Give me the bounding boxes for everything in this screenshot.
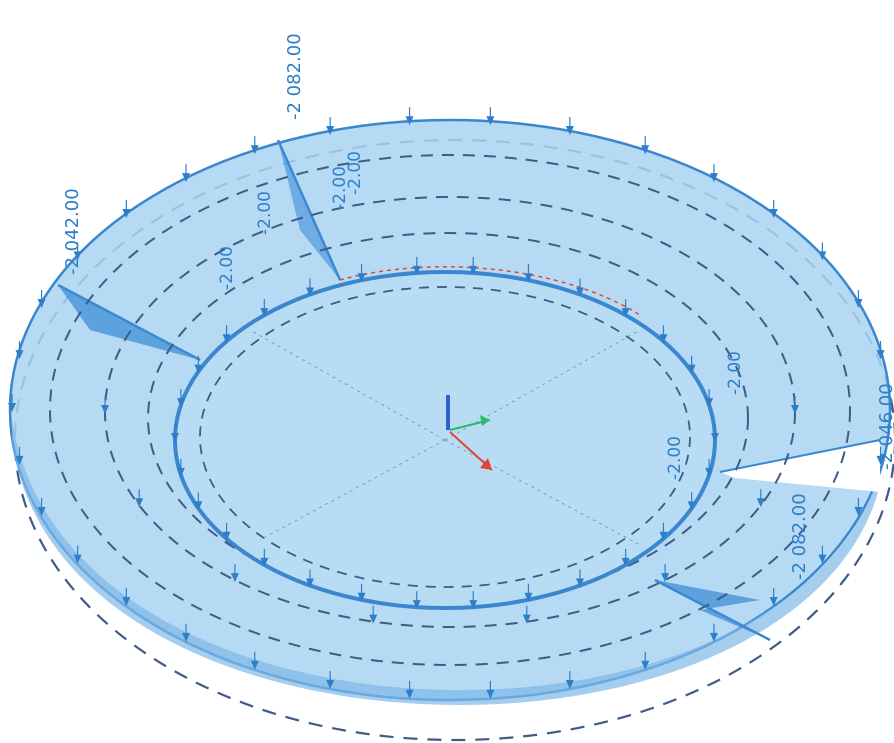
down-arrow-icon [486, 680, 495, 699]
down-arrow-icon [522, 605, 531, 624]
down-arrow-icon [405, 107, 414, 126]
ring-label-upper-left: -2.00 [217, 246, 237, 290]
down-arrow-icon [230, 564, 239, 583]
down-arrow-icon [182, 623, 191, 642]
down-arrow-icon [135, 489, 144, 508]
load-label-right: -2 046.00 [876, 383, 894, 470]
load-arrows [8, 107, 885, 699]
down-arrow-icon [711, 424, 719, 442]
down-arrow-icon [37, 498, 46, 517]
down-arrow-icon [326, 116, 335, 135]
down-arrow-icon [176, 458, 185, 477]
ring-label-upper-mid: -2.00 [255, 191, 275, 235]
down-arrow-icon [709, 623, 718, 642]
down-arrow-icon [576, 278, 584, 297]
down-arrow-icon [405, 680, 414, 699]
down-arrow-icon [171, 424, 179, 442]
down-arrow-icon [576, 569, 584, 588]
slab-gap-right [720, 440, 880, 492]
down-arrow-icon [705, 389, 714, 408]
down-arrow-icon [412, 256, 421, 275]
down-arrow-icon [687, 492, 696, 511]
axis-triad-icon [446, 395, 493, 471]
down-arrow-icon [122, 588, 131, 607]
down-arrow-icon [73, 545, 82, 564]
down-arrow-icon [306, 278, 314, 297]
wedge-left [58, 285, 200, 360]
down-arrow-icon [306, 569, 314, 588]
down-arrow-icon [260, 299, 269, 318]
down-arrow-icon [194, 492, 203, 511]
down-arrow-icon [641, 136, 650, 155]
down-arrow-icon [357, 264, 366, 283]
wedge-lower-right [655, 580, 770, 640]
down-arrow-icon [659, 325, 668, 344]
down-arrow-icon [122, 199, 131, 218]
load-label-top: -2 082.00 [284, 33, 305, 120]
down-arrow-icon [176, 389, 185, 408]
down-arrow-icon [222, 522, 231, 541]
ring-label-lower-center: -2.00 [665, 436, 685, 480]
down-arrow-icon [260, 548, 269, 567]
down-arrow-icon [818, 545, 827, 564]
down-arrow-icon [73, 242, 82, 261]
wedge-top [278, 140, 340, 280]
down-arrow-icon [854, 498, 863, 517]
down-arrow-icon [15, 446, 24, 465]
down-arrow-icon [469, 256, 478, 275]
down-arrow-icon [357, 583, 366, 602]
down-arrow-icon [621, 548, 630, 567]
down-arrow-icon [412, 591, 421, 610]
down-arrow-icon [709, 164, 718, 183]
ring-label-upper-right: -2.00 [330, 166, 350, 210]
down-arrow-icon [182, 164, 191, 183]
ring-label-upper-center: -2.00 [345, 151, 365, 195]
dashed-ring-1 [49, 154, 851, 666]
inner-red-perimeter [339, 266, 641, 316]
down-arrow-icon [37, 289, 46, 308]
down-arrow-icon [222, 325, 231, 344]
down-arrow-icon [769, 588, 778, 607]
down-arrow-icon [524, 583, 533, 602]
down-arrow-icon [486, 107, 495, 126]
down-arrow-icon [8, 394, 16, 412]
down-arrow-icon [756, 489, 765, 508]
down-arrow-icon [705, 458, 714, 477]
down-arrow-icon [15, 341, 24, 360]
down-arrow-icon [661, 564, 670, 583]
down-arrow-icon [326, 671, 335, 690]
down-arrow-icon [854, 289, 863, 308]
down-arrow-icon [524, 264, 533, 283]
down-arrow-icon [818, 242, 827, 261]
down-arrow-icon [369, 605, 378, 624]
load-label-top-left: -2 042.00 [62, 188, 83, 275]
seam-line-right [719, 439, 881, 473]
down-arrow-icon [469, 591, 478, 610]
down-arrow-icon [250, 651, 259, 670]
down-arrow-icon [565, 671, 574, 690]
down-arrow-icon [250, 136, 259, 155]
ring-label-right-mid: -2.00 [725, 351, 745, 395]
inner-dashed-ring [199, 286, 691, 588]
down-arrow-icon [876, 446, 885, 465]
down-arrow-icon [641, 651, 650, 670]
down-arrow-icon [876, 341, 885, 360]
down-arrow-icon [769, 199, 778, 218]
down-arrow-icon [659, 522, 668, 541]
down-arrow-icon [194, 355, 203, 374]
down-arrow-icon [565, 116, 574, 135]
down-arrow-icon [621, 299, 630, 318]
down-arrow-icon [687, 355, 696, 374]
load-label-right-lower: -2 082.00 [789, 493, 810, 580]
down-arrow-icon [791, 396, 799, 414]
down-arrow-icon [101, 396, 109, 414]
